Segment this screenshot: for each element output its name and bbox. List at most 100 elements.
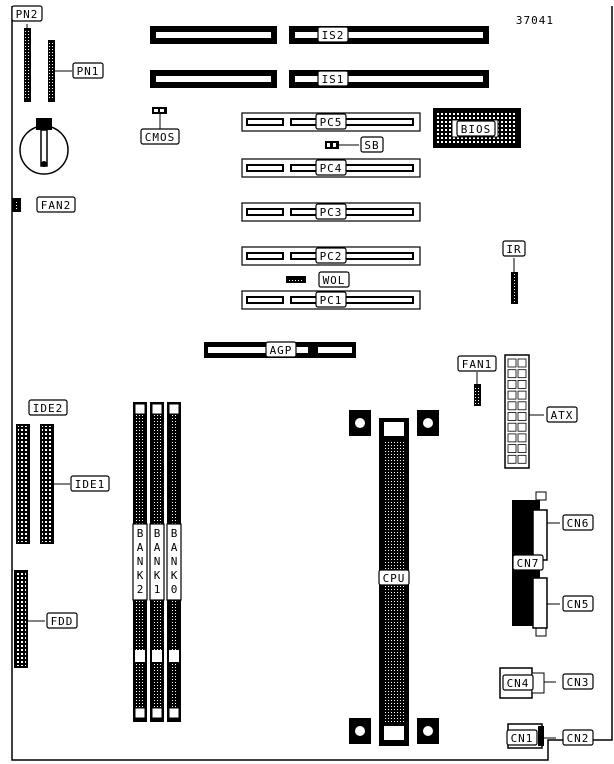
svg-text:PC2: PC2 [320, 250, 343, 263]
pc2-label: PC2 [315, 247, 347, 264]
fdd-connector [14, 570, 45, 668]
atx-pin [507, 379, 517, 389]
atx-label: ATX [546, 406, 578, 423]
svg-text:ATX: ATX [551, 409, 574, 422]
bios-label: BIOS [456, 120, 496, 137]
cn1-label: CN1 [506, 729, 538, 746]
svg-text:CN5: CN5 [567, 598, 590, 611]
atx-pin [517, 454, 527, 464]
svg-text:AGP: AGP [270, 344, 293, 357]
atx-pin [507, 401, 517, 411]
cn6-label: CN6 [562, 514, 594, 531]
board-id: 37041 [515, 14, 554, 27]
atx-pin [517, 390, 527, 400]
is2-label: IS2 [317, 26, 349, 43]
svg-text:BIOS: BIOS [461, 123, 492, 136]
fan1-header [474, 372, 481, 406]
wol-header [286, 276, 306, 283]
svg-text:PC5: PC5 [320, 116, 343, 129]
fdd-label: FDD [46, 612, 78, 629]
atx-pin [517, 422, 527, 432]
svg-text:PC4: PC4 [320, 162, 343, 175]
pci-slots [241, 112, 421, 310]
svg-text:CN7: CN7 [517, 557, 540, 570]
atx-pin [517, 412, 527, 421]
atx-pin [507, 422, 517, 432]
svg-text:CN2: CN2 [567, 732, 590, 745]
svg-text:CN4: CN4 [507, 677, 530, 690]
svg-text:IDE1: IDE1 [75, 478, 106, 491]
atx-pin [517, 401, 527, 411]
svg-text:FDD: FDD [51, 615, 74, 628]
atx-pin [507, 454, 517, 464]
ide1-connector [40, 424, 70, 544]
cn5-label: CN5 [562, 595, 594, 612]
cn7-label: CN7 [512, 554, 544, 571]
sb-label: SB [360, 136, 384, 153]
ide2-label: IDE2 [28, 399, 68, 416]
ide2-connector [16, 424, 30, 544]
atx-pin [517, 433, 527, 443]
is1-label: IS1 [317, 70, 349, 87]
svg-text:PC3: PC3 [320, 206, 343, 219]
board-outline [11, 6, 613, 761]
ir-label: IR [502, 240, 526, 257]
atx-pin [517, 369, 527, 379]
cpu-label: CPU [378, 569, 410, 586]
svg-text:CMOS: CMOS [145, 131, 176, 144]
atx-pin [517, 444, 527, 454]
svg-text:CPU: CPU [383, 572, 406, 585]
cmos-label: CMOS [140, 128, 180, 145]
wol-label: WOL [318, 271, 350, 288]
ide1-label: IDE1 [70, 475, 110, 492]
svg-text:PN2: PN2 [16, 8, 39, 21]
pc5-label: PC5 [315, 113, 347, 130]
sb-jumper [325, 141, 359, 149]
atx-pin [517, 379, 527, 389]
cn3-label: CN3 [562, 673, 594, 690]
atx-pin [507, 433, 517, 443]
cmos-jumper [152, 107, 167, 129]
pc1-label: PC1 [315, 291, 347, 308]
pn1-label: PN1 [72, 62, 104, 79]
svg-text:IS1: IS1 [322, 73, 345, 86]
fan2-label: FAN2 [36, 196, 76, 213]
svg-text:CN3: CN3 [567, 676, 590, 689]
cn2-label: CN2 [562, 729, 594, 746]
pc4-label: PC4 [315, 159, 347, 176]
fan2-header [12, 198, 21, 212]
svg-text:WOL: WOL [323, 274, 346, 287]
svg-text:IS2: IS2 [322, 29, 345, 42]
pn2-label: PN2 [11, 5, 43, 22]
atx-pin [507, 358, 517, 368]
atx-pin [507, 390, 517, 400]
svg-text:IR: IR [506, 243, 521, 256]
svg-text:SB: SB [364, 139, 379, 152]
atx-pin [507, 369, 517, 379]
svg-text:IDE2: IDE2 [33, 402, 64, 415]
atx-pin [507, 412, 517, 421]
atx-pin [507, 444, 517, 454]
cn4-label: CN4 [502, 674, 534, 691]
svg-text:FAN1: FAN1 [462, 358, 493, 371]
svg-text:PN1: PN1 [77, 65, 100, 78]
svg-text:CN6: CN6 [567, 517, 590, 530]
svg-text:FAN2: FAN2 [41, 199, 72, 212]
pn2-header [24, 24, 31, 102]
atx-connector [504, 354, 544, 469]
agp-label: AGP [265, 341, 297, 358]
svg-text:CN1: CN1 [511, 732, 534, 745]
svg-text:PC1: PC1 [320, 294, 343, 307]
pc3-label: PC3 [315, 203, 347, 220]
fan1-label: FAN1 [457, 355, 497, 372]
atx-pin [517, 358, 527, 368]
battery [19, 118, 69, 175]
ir-header [511, 258, 518, 304]
